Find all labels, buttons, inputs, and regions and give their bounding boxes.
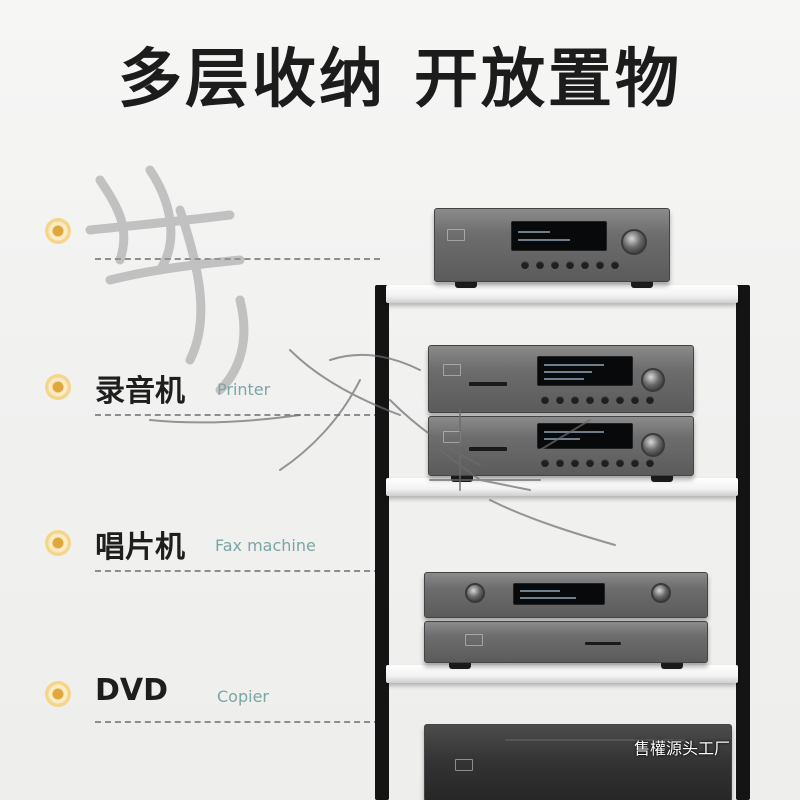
button-row	[541, 459, 654, 467]
button-row	[541, 396, 654, 404]
feature-item-4: DVD Copier	[45, 663, 380, 723]
rack-post-right	[736, 285, 750, 800]
feature-item-1	[45, 200, 380, 260]
feature-label: 唱片机	[95, 530, 185, 565]
gold-circle-dot-icon	[45, 218, 71, 244]
dashed-divider	[95, 258, 380, 260]
logo-badge-icon	[443, 364, 461, 376]
feature-item-3: 唱片机 Fax machine	[45, 512, 380, 572]
button-row	[521, 261, 619, 269]
gold-circle-dot-icon	[45, 374, 71, 400]
dashed-divider	[95, 721, 380, 723]
logo-badge-icon	[447, 229, 465, 241]
amplifier-upper	[424, 572, 708, 618]
device-display	[537, 356, 633, 386]
factory-caption: 售權源头工厂	[634, 739, 731, 758]
knob-icon	[651, 583, 671, 603]
shelf-top	[386, 285, 738, 303]
dashed-divider	[95, 570, 380, 572]
knob-icon	[465, 583, 485, 603]
device-foot	[631, 282, 653, 288]
disc-slot	[469, 447, 507, 451]
amplifier-lower	[424, 621, 708, 669]
headline-part-1: 多层收纳	[118, 43, 386, 117]
dashed-divider	[95, 414, 380, 416]
volume-knob-icon	[621, 229, 647, 255]
device-display	[537, 423, 633, 449]
device-display	[513, 583, 605, 605]
device-display	[511, 221, 607, 251]
feature-english-label: Printer	[217, 380, 271, 399]
shelf-2	[386, 478, 738, 496]
device-foot	[455, 282, 477, 288]
shelf-3	[386, 665, 738, 683]
headline-part-2: 开放置物	[414, 43, 682, 117]
feature-label: DVD	[95, 673, 169, 708]
volume-knob-icon	[641, 368, 665, 392]
panel-slot	[585, 642, 621, 645]
rack-post-left	[375, 285, 389, 800]
power-amplifier	[424, 724, 732, 800]
gold-circle-dot-icon	[45, 681, 71, 707]
disc-slot	[469, 382, 507, 386]
device-foot	[449, 663, 471, 669]
cd-player-upper	[428, 345, 694, 413]
device-foot	[661, 663, 683, 669]
device-foot	[451, 476, 473, 482]
device-foot	[651, 476, 673, 482]
logo-badge-icon	[465, 634, 483, 646]
cd-player-lower	[428, 416, 694, 482]
logo-badge-icon	[443, 431, 461, 443]
volume-knob-icon	[641, 433, 665, 457]
rack	[372, 0, 762, 800]
feature-english-label: Fax machine	[215, 536, 316, 555]
feature-english-label: Copier	[217, 687, 269, 706]
av-receiver	[434, 208, 670, 288]
panel-line	[505, 739, 685, 741]
feature-item-2: 录音机 Printer	[45, 356, 380, 416]
headline: 多层收纳开放置物	[0, 28, 800, 120]
gold-circle-dot-icon	[45, 530, 71, 556]
logo-badge-icon	[455, 759, 473, 771]
feature-label: 录音机	[95, 374, 185, 409]
